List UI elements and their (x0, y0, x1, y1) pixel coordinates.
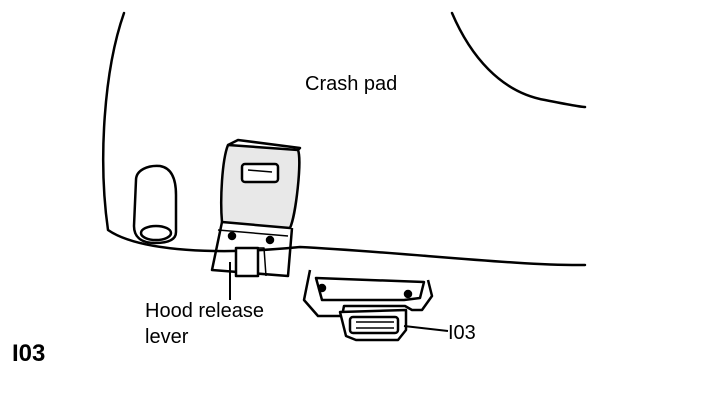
hood-release-lever (210, 138, 302, 278)
diagnostic-connector-i03 (338, 308, 408, 342)
connector-callout-label: I03 (448, 322, 476, 344)
hood-release-label-line1: Hood release (145, 300, 264, 322)
crash-pad (102, 11, 587, 267)
diagnostic-connector-bracket (302, 269, 434, 318)
callout-leaders (229, 262, 449, 332)
figure-id-label: I03 (12, 340, 45, 367)
crash-pad-label: Crash pad (305, 73, 397, 95)
hood-release-label-line2: lever (145, 326, 189, 348)
connector-leader (403, 325, 449, 332)
